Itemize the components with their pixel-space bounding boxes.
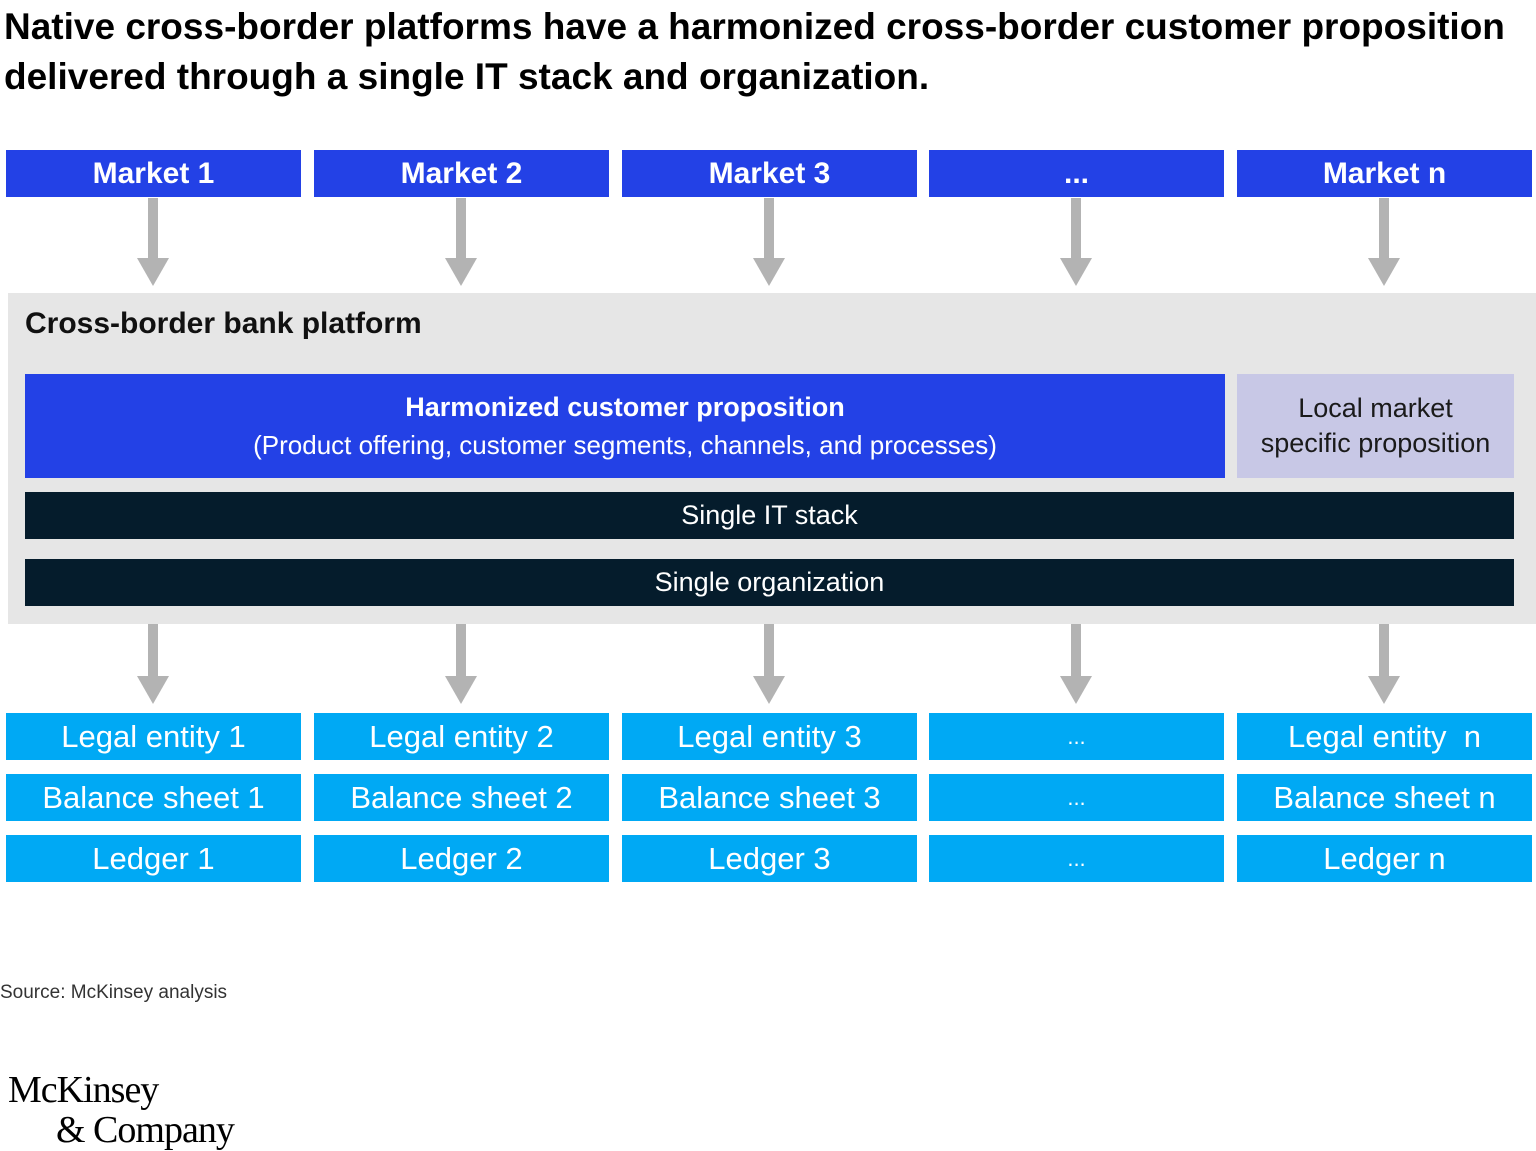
down-arrow-icon: [753, 624, 785, 704]
balance-sheet-ellipsis: ...: [929, 774, 1224, 821]
market-box-2: Market 2: [314, 150, 609, 197]
organization-bar: Single organization: [25, 559, 1514, 606]
platform-title: Cross-border bank platform: [25, 307, 422, 340]
down-arrow-icon: [1060, 624, 1092, 704]
logo-line2: & Company: [56, 1109, 235, 1151]
ledger-1: Ledger 1: [6, 835, 301, 882]
mckinsey-logo: McKinsey & Company: [8, 1069, 235, 1151]
logo-line1: McKinsey: [8, 1069, 159, 1111]
down-arrow-icon: [137, 198, 169, 286]
down-arrow-icon: [1368, 624, 1400, 704]
market-box-ellipsis: ...: [929, 150, 1224, 197]
harmonized-proposition-box: Harmonized customer proposition (Product…: [25, 374, 1225, 478]
down-arrow-icon: [753, 198, 785, 286]
market-box-1: Market 1: [6, 150, 301, 197]
ledger-3: Ledger 3: [622, 835, 917, 882]
it-stack-bar: Single IT stack: [25, 492, 1514, 539]
local-proposition-line1: Local market: [1298, 393, 1453, 423]
source-note: Source: McKinsey analysis: [0, 982, 228, 1003]
legal-entity-3: Legal entity 3: [622, 713, 917, 760]
harmonized-title: Harmonized customer proposition: [405, 392, 845, 422]
legal-entity-n: Legal entity n: [1237, 713, 1532, 760]
down-arrow-icon: [445, 624, 477, 704]
balance-sheet-n: Balance sheet n: [1237, 774, 1532, 821]
balance-sheet-1: Balance sheet 1: [6, 774, 301, 821]
harmonized-subtitle: (Product offering, customer segments, ch…: [253, 430, 997, 460]
down-arrow-icon: [1368, 198, 1400, 286]
ledger-n: Ledger n: [1237, 835, 1532, 882]
down-arrow-icon: [445, 198, 477, 286]
market-box-n: Market n: [1237, 150, 1532, 197]
legal-entity-ellipsis: ...: [929, 713, 1224, 760]
ledger-ellipsis: ...: [929, 835, 1224, 882]
legal-entity-1: Legal entity 1: [6, 713, 301, 760]
market-box-3: Market 3: [622, 150, 917, 197]
balance-sheet-3: Balance sheet 3: [622, 774, 917, 821]
local-proposition-box: Local market specific proposition: [1237, 374, 1514, 478]
down-arrow-icon: [137, 624, 169, 704]
down-arrow-icon: [1060, 198, 1092, 286]
ledger-2: Ledger 2: [314, 835, 609, 882]
balance-sheet-2: Balance sheet 2: [314, 774, 609, 821]
legal-entity-2: Legal entity 2: [314, 713, 609, 760]
page-title: Native cross-border platforms have a har…: [4, 6, 1505, 97]
local-proposition-line2: specific proposition: [1260, 428, 1491, 458]
